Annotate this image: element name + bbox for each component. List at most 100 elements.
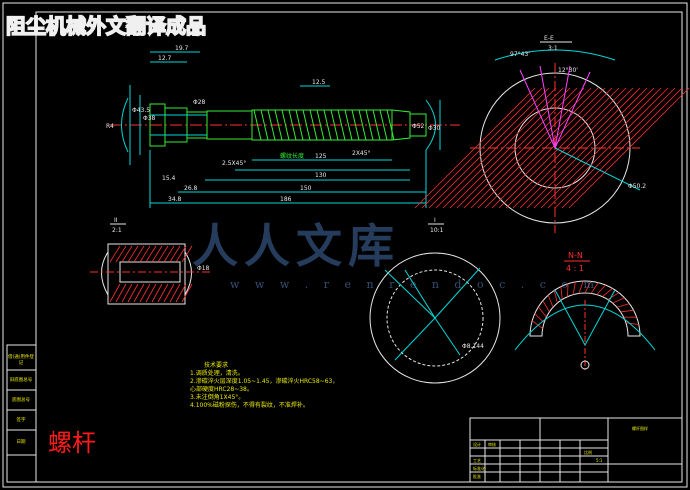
- tb-standard: 标准化: [473, 465, 485, 471]
- detail-ii-hatch: [109, 245, 193, 303]
- sidebar-frame: [6, 344, 37, 483]
- detail-ii-arc-left: [101, 251, 109, 296]
- technical-requirements: 技术要求 1.调质处理，清洗。 2.渗碳淬火层深度1.05~1.45，渗碳淬火H…: [190, 362, 340, 410]
- hatch-line: [584, 281, 592, 294]
- hatch-line: [596, 284, 606, 295]
- section-e-ray-3: [554, 65, 571, 149]
- dim-97-43: 97°43': [510, 51, 530, 58]
- dim-12-5: 12.5: [312, 79, 326, 86]
- thread-stroke: [288, 109, 297, 141]
- hatch-line: [151, 245, 163, 263]
- hatch-line: [590, 282, 599, 294]
- dim-phi38: Φ38: [143, 115, 156, 122]
- tech-req-line-1: 1.调质处理，清洗。: [190, 370, 244, 377]
- detail-i-title: I: [434, 217, 436, 224]
- detail-ii-title: II: [114, 217, 118, 224]
- hatch-line: [163, 283, 175, 303]
- detail-i-scale: 10:1: [430, 227, 444, 234]
- section-e-leader: [554, 147, 641, 191]
- section-n-ray-1: [554, 289, 586, 346]
- hatch-line: [139, 245, 151, 263]
- thread-stroke: [295, 109, 304, 141]
- tech-req-line-5: 4.100%磁粉探伤，不得有裂纹，不准焊补。: [190, 402, 309, 409]
- hatch-line: [181, 283, 193, 303]
- hatch-line: [175, 245, 187, 263]
- tech-req-line-4: 3.未注倒角1X45°。: [190, 394, 245, 401]
- hatch-line: [115, 283, 127, 303]
- thread-stroke: [281, 109, 290, 141]
- thread-stroke: [316, 109, 325, 141]
- detail-ii-bore: [119, 261, 181, 283]
- dim-26-8: 26.8: [184, 185, 198, 192]
- hatch-line: [578, 280, 584, 294]
- hatch-line: [553, 290, 558, 304]
- thread-stroke: [330, 109, 339, 141]
- detail-ii-arc-right: [184, 251, 192, 296]
- sidebar-label-4: 签字: [16, 418, 26, 423]
- dim-r4: R4: [106, 123, 114, 130]
- dim-phi52: Φ52: [412, 123, 425, 130]
- thread-stroke: [379, 109, 388, 141]
- hatch-line: [121, 245, 133, 263]
- tb-checker: 审核: [488, 441, 496, 447]
- hatch-line: [612, 297, 625, 304]
- watermark-url: w w w . r e n r e n d o c . c o m: [230, 278, 600, 291]
- hatch-line: [542, 300, 550, 313]
- hatch-line: [109, 245, 121, 263]
- section-n-ray-2: [584, 289, 616, 346]
- dim-phi28: Φ28: [193, 99, 206, 106]
- hatch-line: [547, 87, 669, 209]
- hatch-line: [498, 87, 620, 209]
- end-arc-right: [425, 99, 436, 151]
- detail-ii-scale: 2:1: [112, 227, 122, 234]
- detail-i-inner: [386, 269, 484, 367]
- dim-125: 125: [315, 153, 327, 160]
- dim-phi43-5: Φ43.5: [132, 107, 150, 114]
- drawing-header-title: 阻尘机械外文翻译成品: [5, 13, 207, 39]
- section-e-arc-dim: [494, 49, 616, 61]
- tb-scale-value: 5:1: [596, 458, 603, 463]
- dim-angle-12-30: 12°30': [558, 67, 578, 74]
- dim-phi50-2: Φ50.2: [628, 183, 646, 190]
- sidebar-label-3: 底图总号: [12, 398, 30, 403]
- dim-phi30: Φ30: [428, 125, 441, 132]
- section-e-ray-4: [554, 71, 591, 149]
- section-n-title: N-N: [568, 251, 583, 260]
- detail-i-view: I 10:1 Φ8.144: [369, 217, 501, 384]
- hatch-line: [616, 303, 630, 308]
- thread-stroke: [351, 109, 360, 141]
- detail-i-ray-4: [434, 317, 461, 356]
- tb-process: 工艺: [473, 458, 481, 463]
- hatch-line: [121, 283, 133, 303]
- hatch-line: [169, 245, 181, 263]
- dim-phi18: Φ18: [197, 265, 210, 272]
- hatch-line: [607, 292, 620, 300]
- dim-12-7: 12.7: [158, 55, 172, 62]
- tech-req-line-3: 心部硬度HRC28~38。: [190, 386, 253, 393]
- hatch-line: [139, 283, 151, 303]
- detail-ii-body: [107, 243, 186, 305]
- thread-stroke: [323, 109, 332, 141]
- thread-stroke: [344, 109, 353, 141]
- hatch-line: [115, 245, 127, 263]
- watermark-text: 人人文库: [192, 219, 400, 273]
- title-block-frame: [469, 417, 683, 483]
- thread-stroke: [372, 109, 381, 141]
- thread-stroke: [365, 109, 374, 141]
- thread-stroke: [358, 109, 367, 141]
- hatch-line: [169, 283, 181, 303]
- head-arc-left: [121, 97, 129, 153]
- hatch-line: [145, 283, 157, 303]
- section-e-scale: 3:1: [548, 45, 558, 52]
- sidebar-label-1: 借(通)用件登记: [7, 355, 34, 366]
- detail-ii-view: II 2:1 Φ18: [90, 217, 210, 305]
- hatch-line: [175, 283, 187, 303]
- tb-approve: 批准: [473, 473, 481, 479]
- thread-lines: [253, 109, 395, 141]
- dim-186: 186: [280, 196, 292, 203]
- sidebar-label-5: 日期: [16, 440, 26, 445]
- section-n-ring: [529, 280, 641, 337]
- thread-body: [251, 109, 393, 141]
